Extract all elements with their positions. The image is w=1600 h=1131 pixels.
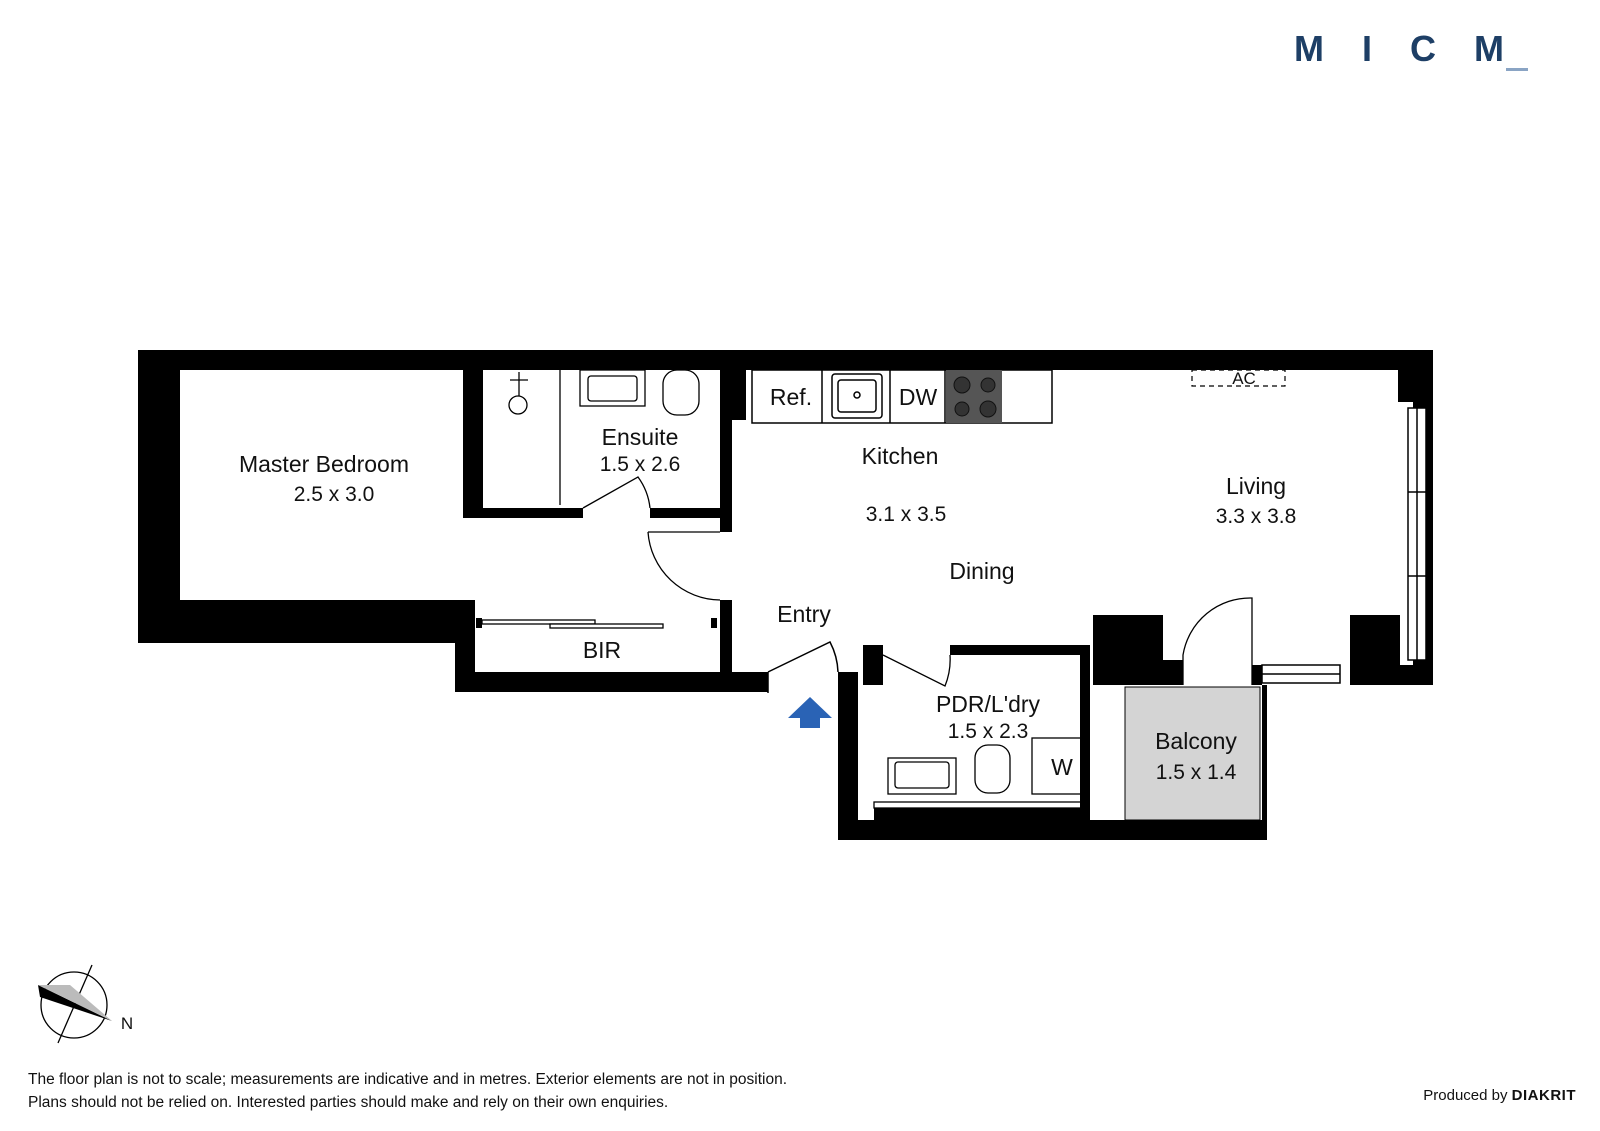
dw-label: DW	[899, 384, 938, 410]
balcony-window	[1261, 664, 1341, 684]
balcony-area	[1124, 686, 1261, 821]
micm-logo: MICM	[1294, 28, 1542, 69]
producer-credit: Produced by DIAKRIT	[1423, 1087, 1576, 1104]
right-window	[1407, 407, 1427, 661]
ensuite-dims: 1.5 x 2.6	[600, 453, 681, 476]
walls	[138, 350, 1433, 840]
sink-icon	[831, 373, 883, 419]
living-dims: 3.3 x 3.8	[1216, 505, 1297, 528]
balcony-door	[1182, 597, 1253, 685]
disclaimer: The floor plan is not to scale; measurem…	[28, 1068, 787, 1114]
living-label: Living	[1226, 473, 1286, 499]
kitchen-bench	[751, 369, 1053, 424]
pdr-dims: 1.5 x 2.3	[948, 720, 1029, 743]
ac-label: AC	[1232, 369, 1256, 388]
producer-name: DIAKRIT	[1511, 1087, 1576, 1104]
balcony-dims: 1.5 x 1.4	[1156, 761, 1237, 784]
ensuite-label: Ensuite	[602, 424, 679, 450]
logo-underline	[1506, 68, 1528, 71]
entry-arrow-icon	[788, 697, 832, 728]
pdr-label: PDR/L'dry	[936, 691, 1041, 717]
dining-label: Dining	[949, 558, 1014, 584]
bedroom-door	[647, 531, 721, 601]
disclaimer-line-2: Plans should not be relied on. Intereste…	[28, 1094, 669, 1111]
kitchen-dims: 3.1 x 3.5	[866, 503, 947, 526]
master-bedroom-dims: 2.5 x 3.0	[294, 483, 375, 506]
balcony-label: Balcony	[1155, 728, 1237, 754]
produced-by-text: Produced by	[1423, 1087, 1508, 1104]
ensuite-door	[582, 476, 651, 509]
compass-icon	[38, 964, 112, 1044]
ref-label: Ref.	[770, 384, 812, 410]
pdr-fixtures	[873, 737, 1087, 809]
entry-door	[767, 641, 839, 693]
ensuite-fixtures	[508, 369, 700, 505]
kitchen-label: Kitchen	[862, 443, 939, 469]
bir-label: BIR	[583, 637, 621, 663]
compass-north-label: N	[121, 1014, 133, 1033]
entry-label: Entry	[777, 601, 831, 627]
disclaimer-line-1: The floor plan is not to scale; measurem…	[28, 1071, 788, 1088]
cooktop-icon	[946, 370, 1002, 423]
washer-label: W	[1051, 754, 1073, 780]
master-bedroom-label: Master Bedroom	[239, 451, 409, 477]
pdr-door	[882, 654, 951, 687]
ac-unit	[1191, 369, 1286, 387]
wardrobe-sliders	[481, 619, 664, 629]
